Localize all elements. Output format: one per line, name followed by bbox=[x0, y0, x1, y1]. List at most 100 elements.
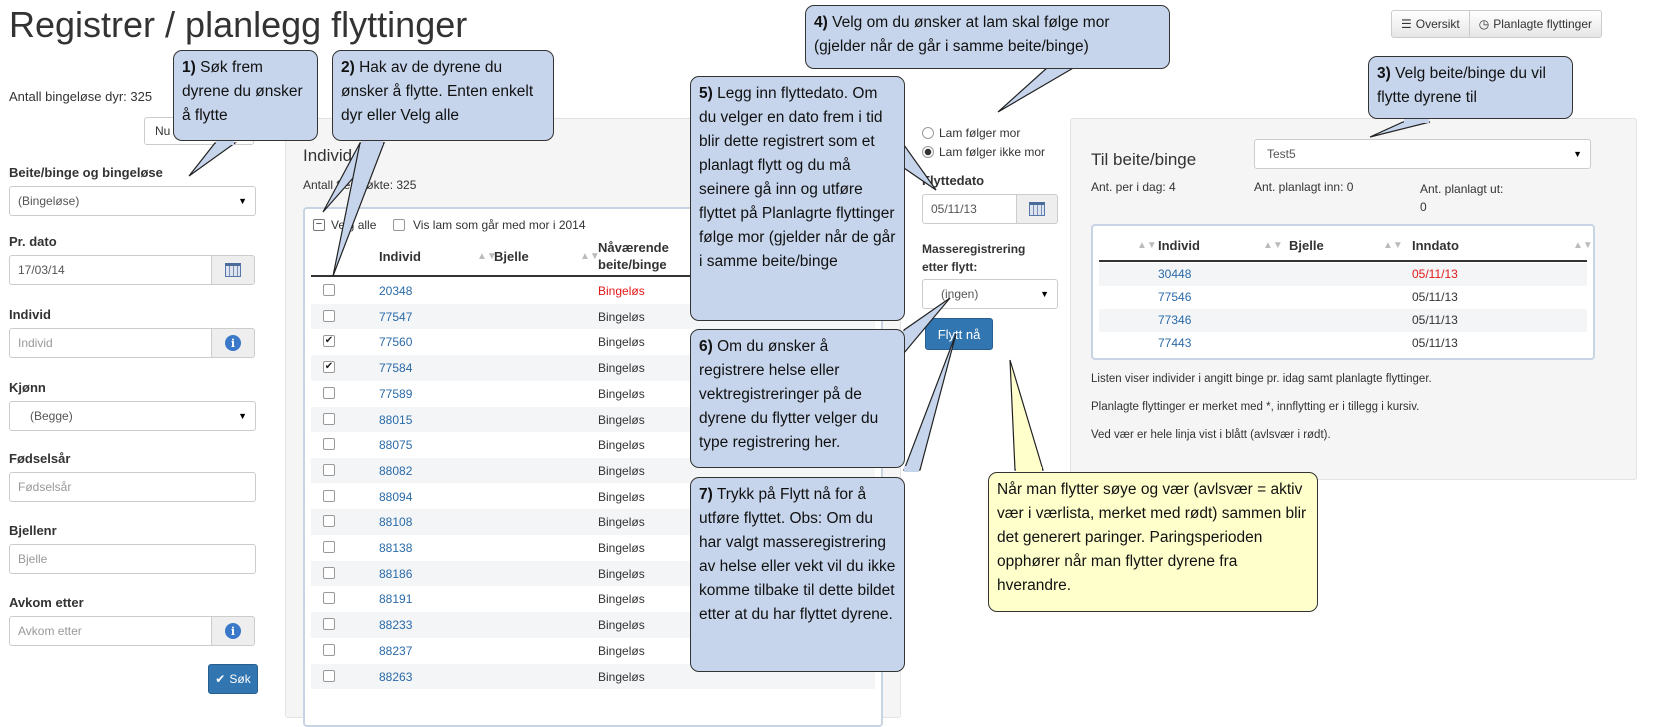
individ-link[interactable]: 77443 bbox=[1158, 336, 1192, 350]
target-planned-out-value: 0 bbox=[1420, 200, 1427, 214]
sort-icon[interactable]: ▲▼ bbox=[1263, 240, 1283, 251]
target-header-divider bbox=[1099, 260, 1587, 262]
date-input[interactable]: 17/03/14 bbox=[9, 255, 212, 285]
row-checkbox[interactable] bbox=[323, 412, 335, 425]
target-col-individ-header[interactable]: Individ bbox=[1158, 238, 1200, 253]
lamb-follows-radio[interactable] bbox=[922, 127, 934, 139]
sort-icon[interactable]: ▲▼ bbox=[1573, 240, 1593, 251]
offspring-input[interactable]: Avkom etter bbox=[9, 616, 212, 646]
location-cell: Bingeløs bbox=[598, 284, 645, 298]
individ-link[interactable]: 77547 bbox=[379, 309, 413, 324]
target-planned-out-label: Ant. planlagt ut: bbox=[1420, 182, 1504, 196]
row-checkbox[interactable] bbox=[323, 438, 335, 451]
location-cell: Bingeløs bbox=[598, 618, 645, 633]
lamb-not-follows-radio[interactable] bbox=[922, 146, 934, 158]
individ-input[interactable]: Individ bbox=[9, 328, 212, 358]
row-checkbox[interactable] bbox=[323, 489, 335, 502]
location-select[interactable]: (Bingeløse)▼ bbox=[9, 186, 256, 216]
individ-info-button[interactable]: i bbox=[211, 328, 255, 358]
show-lambs-label: Vis lam som går med mor i 2014 bbox=[413, 218, 586, 232]
row-checkbox[interactable]: ✔ bbox=[323, 361, 335, 374]
location-cell: Bingeløs bbox=[598, 386, 645, 401]
individ-link[interactable]: 30448 bbox=[1158, 267, 1192, 281]
individ-link[interactable]: 88075 bbox=[379, 438, 413, 453]
individ-link[interactable]: 88186 bbox=[379, 566, 413, 581]
sort-icon[interactable]: ▲▼ bbox=[1137, 240, 1157, 251]
row-checkbox[interactable] bbox=[323, 309, 335, 322]
location-cell: Bingeløs bbox=[598, 463, 645, 478]
target-col-bell-header[interactable]: Bjelle bbox=[1289, 238, 1324, 253]
date-picker-button[interactable] bbox=[211, 255, 255, 285]
col-location-header[interactable]: Nåværende beite/binge bbox=[598, 239, 669, 273]
col-bell-header[interactable]: Bjelle bbox=[494, 249, 529, 264]
individ-link[interactable]: 88237 bbox=[379, 643, 413, 658]
individ-link[interactable]: 88015 bbox=[379, 412, 413, 427]
birthyear-input[interactable]: Fødselsår bbox=[9, 472, 256, 502]
individ-link[interactable]: 77560 bbox=[379, 335, 413, 350]
individ-link[interactable]: 77589 bbox=[379, 386, 413, 401]
overview-button[interactable]: ☰ Oversikt bbox=[1391, 10, 1470, 38]
individ-link[interactable]: 88263 bbox=[379, 669, 413, 684]
callout-6: 6) Om du ønsker å registrere helse eller… bbox=[690, 329, 905, 468]
row-checkbox[interactable] bbox=[323, 618, 335, 631]
individ-link[interactable]: 88233 bbox=[379, 618, 413, 633]
row-checkbox[interactable] bbox=[323, 643, 335, 656]
offspring-info-button[interactable]: i bbox=[211, 616, 255, 646]
lamb-follows-option[interactable]: Lam følger mor bbox=[922, 126, 1020, 140]
callout-1-number: 1) bbox=[182, 59, 196, 76]
clock-icon: ◷ bbox=[1478, 17, 1490, 31]
row-checkbox[interactable] bbox=[323, 386, 335, 399]
row-checkbox[interactable] bbox=[323, 592, 335, 605]
row-checkbox[interactable] bbox=[323, 566, 335, 579]
individ-link[interactable]: 88108 bbox=[379, 515, 413, 530]
callout-8-text: Når man flytter søye og vær (avlsvær = a… bbox=[997, 481, 1307, 594]
table-row: 77589 Bingeløs bbox=[311, 381, 875, 407]
col-individ-header[interactable]: Individ bbox=[379, 249, 421, 264]
row-checkbox[interactable] bbox=[323, 515, 335, 528]
individ-link[interactable]: 77546 bbox=[1158, 290, 1192, 304]
unassigned-count: Antall bingeløse dyr: 325 bbox=[9, 89, 153, 104]
lamb-not-follows-option[interactable]: Lam følger ikke mor bbox=[922, 145, 1045, 159]
offspring-input-placeholder: Avkom etter bbox=[18, 624, 82, 638]
move-date-picker-button[interactable] bbox=[1016, 194, 1058, 224]
planned-moves-button[interactable]: ◷ Planlagte flyttinger bbox=[1469, 10, 1602, 38]
target-note-3: Ved vær er hele linja vist i blått (avls… bbox=[1091, 429, 1331, 441]
birthyear-label: Fødselsår bbox=[9, 451, 71, 466]
individ-link[interactable]: 88138 bbox=[379, 541, 413, 555]
row-checkbox[interactable]: ✔ bbox=[323, 335, 335, 348]
target-planned-out: Ant. planlagt ut: 0 bbox=[1420, 180, 1503, 216]
target-select[interactable]: Test5▼ bbox=[1254, 139, 1591, 169]
mass-registration-select[interactable]: (ingen)▼ bbox=[922, 279, 1058, 309]
row-checkbox[interactable] bbox=[323, 669, 335, 682]
select-all-checkbox[interactable]: − bbox=[313, 219, 325, 231]
sex-select[interactable]: (Begge)▼ bbox=[9, 401, 256, 431]
date-cell: 05/11/13 bbox=[1412, 267, 1458, 281]
col-location-header-line1: Nåværende bbox=[598, 240, 669, 255]
individ-link[interactable]: 88191 bbox=[379, 592, 413, 607]
move-date-input[interactable]: 05/11/13 bbox=[922, 194, 1017, 224]
individ-link[interactable]: 77584 bbox=[379, 361, 413, 376]
sort-icon[interactable]: ▲▼ bbox=[1383, 240, 1403, 251]
row-checkbox[interactable] bbox=[323, 463, 335, 476]
individ-link[interactable]: 77346 bbox=[1158, 313, 1192, 327]
location-cell: Bingeløs bbox=[598, 566, 645, 581]
target-col-date-header[interactable]: Inndato bbox=[1412, 238, 1459, 253]
callout-7-text: Trykk på Flytt nå for å utføre flyttet. … bbox=[699, 486, 896, 623]
location-cell: Bingeløs bbox=[598, 643, 645, 658]
row-checkbox[interactable] bbox=[323, 541, 335, 553]
sort-icon[interactable]: ▲▼ bbox=[580, 251, 600, 262]
target-table: ▲▼ Individ ▲▼ Bjelle ▲▼ Inndato ▲▼ 30448… bbox=[1091, 224, 1595, 360]
mass-registration-value: (ingen) bbox=[941, 287, 979, 301]
show-lambs-checkbox[interactable] bbox=[393, 219, 405, 231]
bell-input[interactable]: Bjelle bbox=[9, 544, 256, 574]
individ-link[interactable]: 20348 bbox=[379, 284, 413, 298]
move-now-button[interactable]: Flytt nå bbox=[925, 318, 993, 350]
sort-icon[interactable]: ▲▼ bbox=[477, 251, 497, 262]
individ-link[interactable]: 88082 bbox=[379, 463, 413, 478]
search-button[interactable]: ✔Søk bbox=[208, 664, 258, 694]
row-checkbox[interactable] bbox=[323, 284, 335, 296]
individ-link[interactable]: 88094 bbox=[379, 489, 413, 504]
callout-6-text: Om du ønsker å registrere helse eller ve… bbox=[699, 338, 879, 451]
